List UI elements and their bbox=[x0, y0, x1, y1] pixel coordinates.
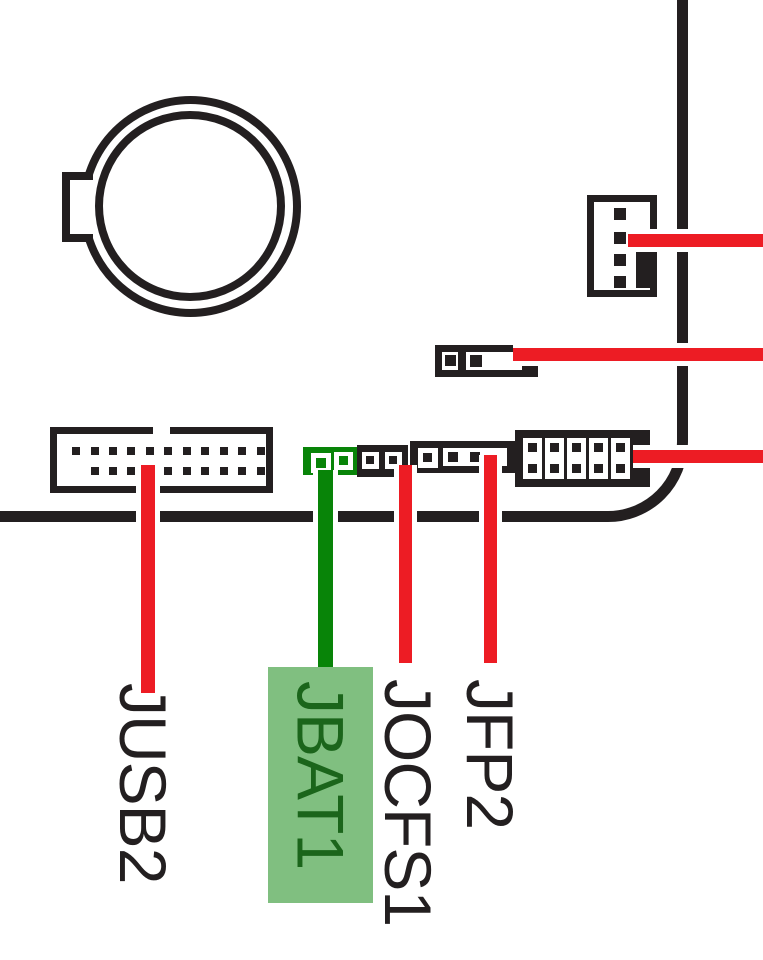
pin bbox=[201, 447, 209, 455]
pin bbox=[528, 464, 537, 473]
pin-box bbox=[418, 448, 438, 468]
pin bbox=[550, 464, 559, 473]
pin-slot bbox=[567, 438, 586, 479]
label-jusb2: JUSB2 bbox=[106, 683, 180, 884]
pin bbox=[550, 443, 559, 452]
pin-slot bbox=[589, 438, 608, 479]
pin bbox=[183, 467, 191, 475]
pin bbox=[594, 464, 603, 473]
pin bbox=[146, 447, 154, 455]
battery-inner-ring bbox=[95, 111, 285, 301]
pin bbox=[614, 232, 626, 244]
leader-line-jusb2 bbox=[136, 465, 160, 693]
pin-divider bbox=[458, 352, 466, 370]
leader-line-right-1 bbox=[628, 229, 763, 252]
pin bbox=[127, 467, 135, 475]
pin bbox=[470, 355, 482, 367]
battery-clip bbox=[62, 172, 93, 242]
pin-slot bbox=[523, 438, 542, 479]
pin bbox=[572, 464, 581, 473]
pin bbox=[109, 467, 117, 475]
label-jfp2: JFP2 bbox=[453, 679, 527, 830]
pin bbox=[339, 456, 348, 465]
pin bbox=[238, 447, 246, 455]
pin bbox=[445, 355, 456, 366]
pin bbox=[91, 447, 99, 455]
pin bbox=[201, 467, 209, 475]
label-jocfs1: JOCFS1 bbox=[371, 679, 445, 927]
leader-line-right-3 bbox=[633, 445, 763, 468]
pin bbox=[614, 276, 626, 288]
pin bbox=[614, 208, 626, 220]
pin bbox=[72, 447, 80, 455]
pin bbox=[238, 467, 246, 475]
connector-key-block bbox=[636, 250, 657, 288]
pin bbox=[572, 443, 581, 452]
pin bbox=[257, 447, 265, 455]
pin bbox=[423, 453, 432, 462]
pin bbox=[220, 467, 228, 475]
pin bbox=[164, 447, 172, 455]
header-notch bbox=[153, 427, 170, 434]
label-jbat1: JBAT1 bbox=[283, 681, 358, 870]
pin bbox=[594, 443, 603, 452]
leader-line-jocfs1 bbox=[394, 465, 417, 663]
pin-box bbox=[311, 453, 331, 473]
pin bbox=[257, 467, 265, 475]
pin bbox=[164, 467, 172, 475]
jusb2-header bbox=[50, 427, 273, 493]
leader-line-right-2 bbox=[513, 343, 763, 366]
pin-box bbox=[334, 452, 353, 470]
pin bbox=[448, 452, 458, 462]
pin bbox=[470, 452, 480, 462]
pin bbox=[389, 456, 397, 464]
pin bbox=[616, 443, 625, 452]
pin bbox=[616, 464, 625, 473]
pin bbox=[220, 447, 228, 455]
leader-line-jfp2 bbox=[479, 455, 502, 663]
pin bbox=[528, 443, 537, 452]
leader-line-jbat1 bbox=[313, 470, 338, 667]
pin bbox=[109, 447, 117, 455]
pin-box bbox=[385, 452, 402, 469]
pin bbox=[366, 456, 374, 464]
pin-slot bbox=[545, 438, 564, 479]
board-edge-outline bbox=[0, 0, 688, 522]
pin bbox=[91, 467, 99, 475]
pin-box bbox=[362, 452, 379, 469]
pin bbox=[614, 254, 626, 266]
front-panel-header bbox=[515, 430, 650, 487]
pin bbox=[127, 447, 135, 455]
label-jbat1-highlight-box: JBAT1 bbox=[268, 667, 373, 903]
pin-slot bbox=[611, 438, 630, 479]
pin bbox=[183, 447, 191, 455]
pin bbox=[316, 458, 326, 468]
